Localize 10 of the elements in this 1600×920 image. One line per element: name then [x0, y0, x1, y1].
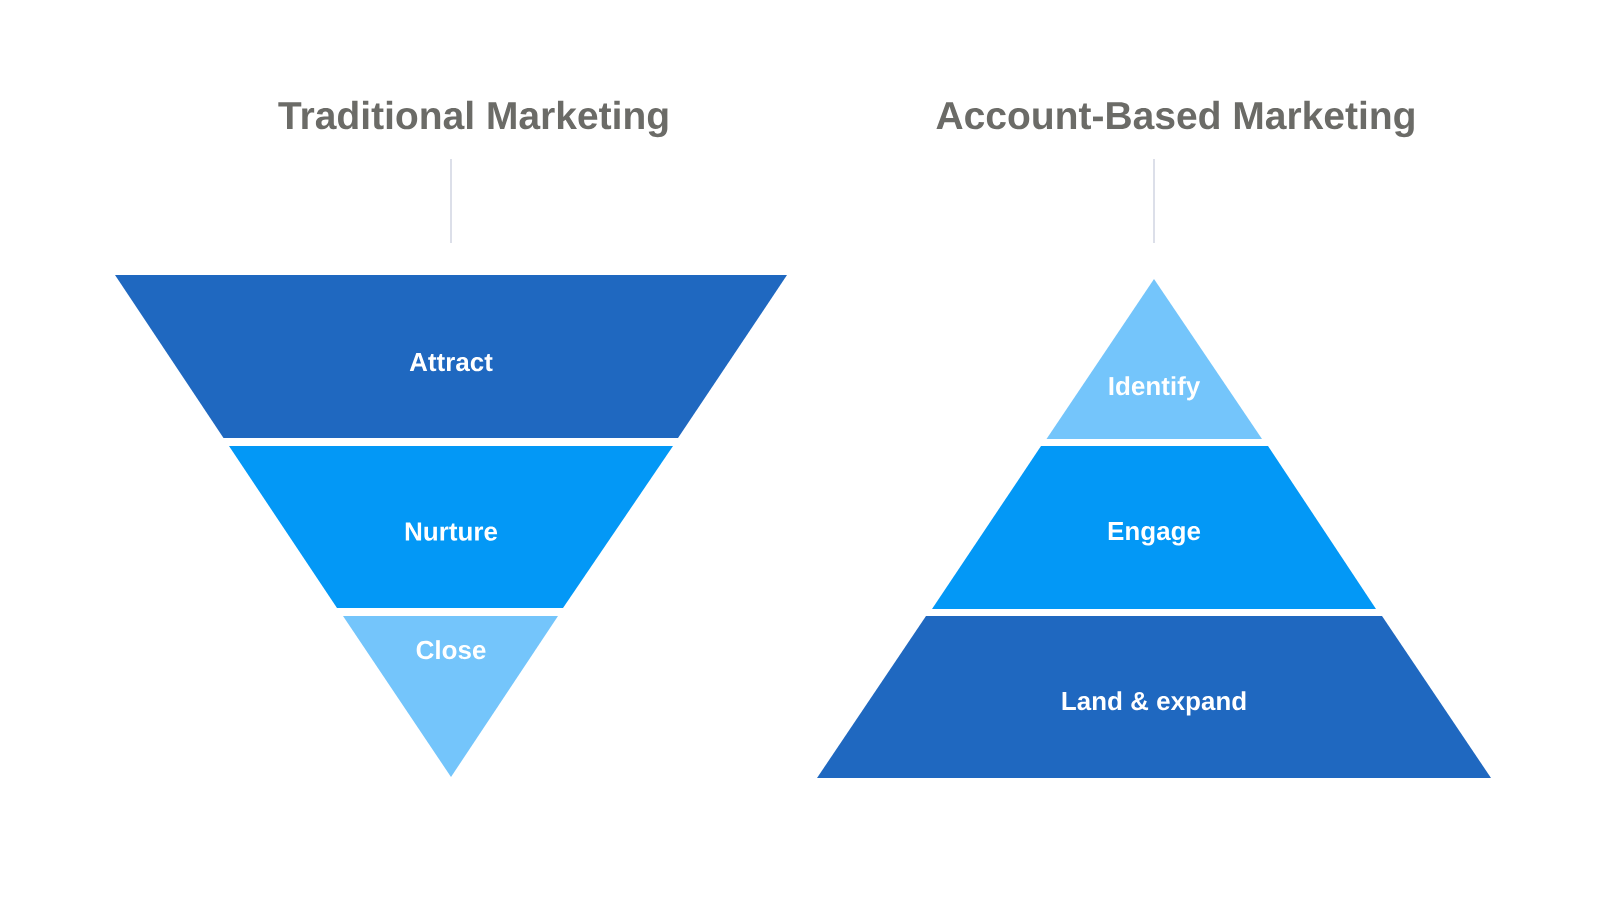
pyramid-segment: Land & expand	[817, 616, 1491, 778]
funnel-segment: Close	[343, 616, 558, 777]
column-heading: Traditional Marketing	[278, 100, 668, 138]
connector-line	[1153, 158, 1155, 244]
connector-line	[450, 158, 452, 244]
funnel-segment: Nurture	[229, 446, 673, 608]
pyramid-segment: Identify	[1046, 279, 1262, 439]
funnel-segment: Attract	[115, 275, 787, 438]
column-heading: Account-Based Marketing	[936, 100, 1414, 138]
pyramid-segment: Engage	[932, 446, 1376, 609]
